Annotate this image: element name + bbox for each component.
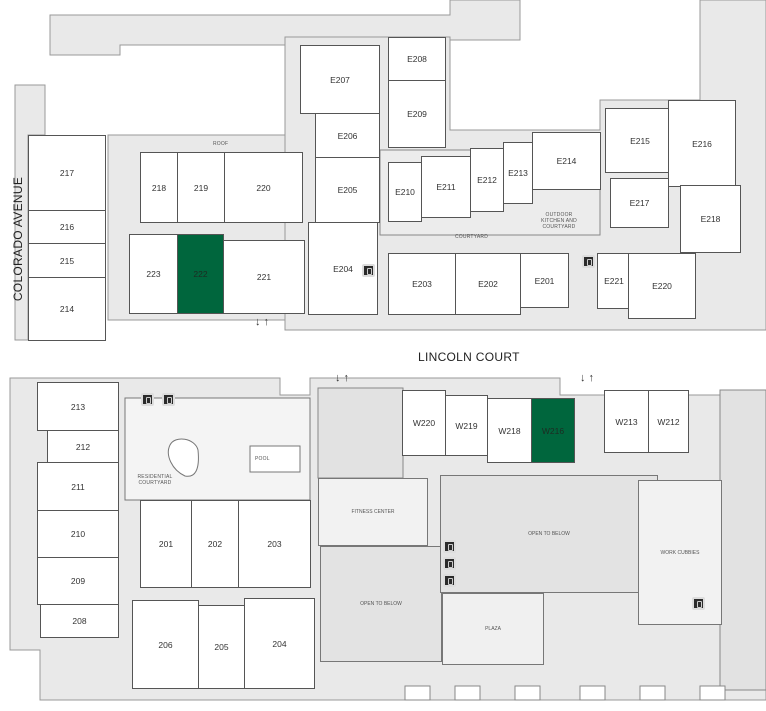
open-to-below-center: OPEN TO BELOW	[440, 475, 658, 593]
unit-e214[interactable]: E214	[532, 132, 601, 190]
roof-label: ROOF	[213, 141, 229, 147]
unit-208[interactable]: 208	[40, 604, 119, 638]
unit-219[interactable]: 219	[177, 152, 225, 223]
entry-arrows-icon: ↓ ↑	[580, 372, 595, 384]
lincoln-court-label: LINCOLN COURT	[418, 350, 520, 364]
elevator-icon	[443, 574, 456, 587]
pool-label: POOL	[255, 456, 270, 462]
unit-e213[interactable]: E213	[503, 142, 533, 204]
unit-209[interactable]: 209	[37, 557, 119, 605]
unit-e221[interactable]: E221	[597, 253, 631, 309]
unit-e207[interactable]: E207	[300, 45, 380, 114]
elevator-icon	[443, 540, 456, 553]
unit-e202[interactable]: E202	[455, 253, 521, 315]
unit-222-selected[interactable]: 222	[177, 234, 224, 314]
unit-w213[interactable]: W213	[604, 390, 649, 453]
unit-e205[interactable]: E205	[315, 157, 380, 223]
unit-e211[interactable]: E211	[421, 156, 471, 218]
unit-e206[interactable]: E206	[315, 113, 380, 158]
elevator-icon	[141, 393, 154, 406]
unit-216[interactable]: 216	[28, 210, 106, 244]
unit-203[interactable]: 203	[238, 500, 311, 588]
unit-215[interactable]: 215	[28, 243, 106, 278]
elevator-icon	[362, 264, 375, 277]
elevator-icon	[443, 557, 456, 570]
unit-211[interactable]: 211	[37, 462, 119, 511]
unit-e201[interactable]: E201	[520, 253, 569, 308]
open-to-below-left: OPEN TO BELOW	[320, 546, 442, 662]
unit-220[interactable]: 220	[224, 152, 303, 223]
unit-206[interactable]: 206	[132, 600, 199, 689]
unit-e208[interactable]: E208	[388, 37, 446, 81]
elevator-icon	[692, 597, 705, 610]
residential-courtyard-label: RESIDENTIAL COURTYARD	[137, 474, 173, 486]
unit-223[interactable]: 223	[129, 234, 178, 314]
unit-201[interactable]: 201	[140, 500, 192, 588]
unit-e218[interactable]: E218	[680, 185, 741, 253]
unit-e220[interactable]: E220	[628, 253, 696, 319]
courtyard-label: COURTYARD	[455, 234, 489, 240]
unit-202[interactable]: 202	[191, 500, 239, 588]
unit-e212[interactable]: E212	[470, 148, 504, 212]
unit-w218[interactable]: W218	[487, 398, 532, 463]
unit-217[interactable]: 217	[28, 135, 106, 211]
unit-e210[interactable]: E210	[388, 162, 422, 222]
unit-w220[interactable]: W220	[402, 390, 446, 456]
unit-218[interactable]: 218	[140, 152, 178, 223]
elevator-icon	[162, 393, 175, 406]
plaza[interactable]: PLAZA	[442, 593, 544, 665]
work-cubbies[interactable]: WORK CUBBIES	[638, 480, 722, 625]
unit-204[interactable]: 204	[244, 598, 315, 689]
colorado-avenue-label: COLORADO AVENUE	[11, 176, 26, 302]
unit-212[interactable]: 212	[47, 430, 119, 463]
unit-e209[interactable]: E209	[388, 80, 446, 148]
unit-e216[interactable]: E216	[668, 100, 736, 187]
unit-w219[interactable]: W219	[445, 395, 488, 456]
fitness-center[interactable]: FITNESS CENTER	[318, 478, 428, 546]
unit-210[interactable]: 210	[37, 510, 119, 558]
entry-arrows-icon: ↓ ↑	[255, 316, 270, 328]
elevator-icon	[582, 255, 595, 268]
entry-arrows-icon: ↓ ↑	[335, 372, 350, 384]
unit-e203[interactable]: E203	[388, 253, 456, 315]
unit-e217[interactable]: E217	[610, 178, 669, 228]
unit-214[interactable]: 214	[28, 277, 106, 341]
outdoor-kitchen-label: OUTDOOR KITCHEN AND COURTYARD	[541, 212, 577, 230]
unit-221[interactable]: 221	[223, 240, 305, 314]
unit-213[interactable]: 213	[37, 382, 119, 431]
unit-w212[interactable]: W212	[648, 390, 689, 453]
unit-w216-selected[interactable]: W216	[531, 398, 575, 463]
unit-205[interactable]: 205	[198, 605, 245, 689]
unit-e215[interactable]: E215	[605, 108, 675, 173]
